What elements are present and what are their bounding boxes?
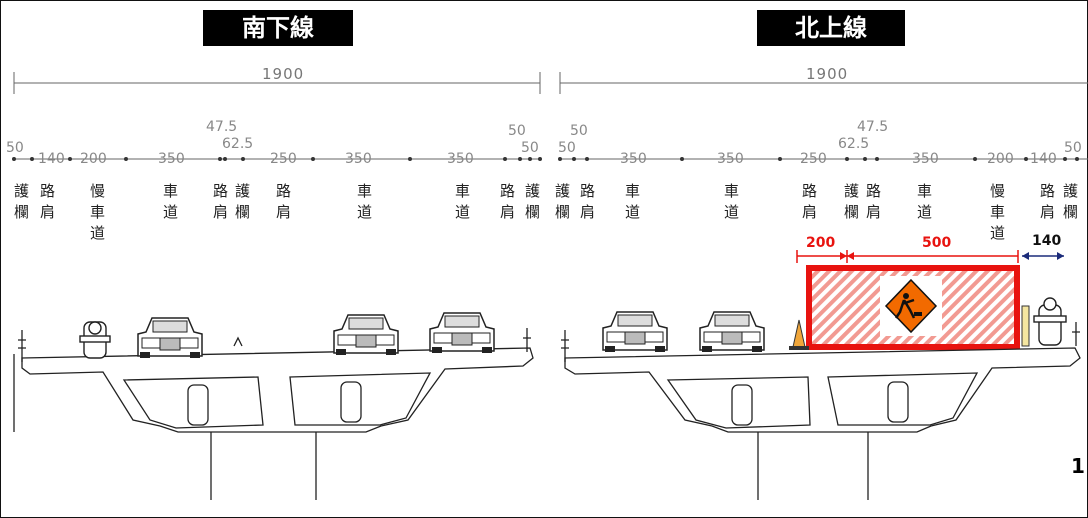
sb-dim-50b: 50: [508, 123, 526, 139]
northbound-total-dimension: [559, 72, 1088, 94]
lane-label-char: 護: [844, 182, 859, 200]
sb-dim-350b: 350: [345, 151, 372, 167]
lane-label-char: 路: [580, 182, 595, 200]
lane-label-char: 路: [40, 182, 55, 200]
lane-label-char: 車: [724, 182, 739, 200]
sb-dim-50a: 50: [6, 140, 24, 156]
car-icon: [137, 317, 203, 358]
work-zone-width: 500: [922, 235, 951, 251]
sb-dim-140: 140: [38, 151, 65, 167]
car-icon: [429, 312, 495, 353]
northbound-ticks: [558, 157, 1079, 161]
lane-label-char: 欄: [14, 203, 29, 221]
sb-dim-350a: 350: [158, 151, 185, 167]
lane-label-char: 車: [357, 182, 372, 200]
northbound-total-label: 1900: [806, 65, 848, 83]
motorcycle-icon: [1033, 297, 1067, 346]
lane-label-char: 道: [625, 203, 640, 221]
lane-label-char: 道: [990, 224, 1005, 242]
car-icon: [602, 311, 668, 352]
sb-dim-50c: 50: [521, 140, 539, 156]
lane-label-char: 路: [213, 182, 228, 200]
lane-label-char: 車: [917, 182, 932, 200]
traffic-cone-icon: [789, 319, 809, 350]
southbound-bridge-section: [13, 328, 534, 500]
lane-label-char: 肩: [1040, 203, 1055, 221]
lane-label-char: 欄: [555, 203, 570, 221]
nb-dim-50b: 50: [558, 140, 576, 156]
lane-label-char: 車: [625, 182, 640, 200]
nb-dim-350b: 350: [717, 151, 744, 167]
lane-label-char: 欄: [525, 203, 540, 221]
lane-label-char: 肩: [276, 203, 291, 221]
nb-dim-200: 200: [987, 151, 1014, 167]
lane-label-char: 肩: [40, 203, 55, 221]
sb-dim-350c: 350: [447, 151, 474, 167]
lane-label-char: 道: [724, 203, 739, 221]
page-number: 1: [1071, 454, 1085, 478]
nb-dim-350c: 350: [912, 151, 939, 167]
lane-label-char: 肩: [213, 203, 228, 221]
lane-label-char: 護: [235, 182, 250, 200]
lane-label-char: 車: [990, 203, 1005, 221]
lane-label-char: 慢: [90, 182, 105, 200]
lane-label-char: 車: [163, 182, 178, 200]
nb-dim-350a: 350: [620, 151, 647, 167]
nb-dim-250: 250: [800, 151, 827, 167]
lane-label-char: 路: [276, 182, 291, 200]
lane-label-char: 肩: [580, 203, 595, 221]
lane-label-char: 路: [866, 182, 881, 200]
lane-label-char: 車: [455, 182, 470, 200]
work-zone-shoulder-width: 200: [806, 235, 835, 251]
work-zone-remaining-width: 140: [1032, 233, 1061, 249]
nb-dim-62-5: 62.5: [838, 136, 869, 152]
motorcycle-icon: [79, 321, 111, 359]
sb-dim-250: 250: [270, 151, 297, 167]
lane-label-char: 肩: [500, 203, 515, 221]
work-zone-dimensions: [796, 250, 1064, 263]
lane-label-char: 護: [555, 182, 570, 200]
lane-label-char: 護: [525, 182, 540, 200]
vehicles: [137, 311, 765, 358]
lane-label-char: 慢: [990, 182, 1005, 200]
lane-label-char: 路: [1040, 182, 1055, 200]
lane-label-char: 護: [14, 182, 29, 200]
lane-label-char: 護: [1063, 182, 1078, 200]
nb-dim-50a: 50: [570, 123, 588, 139]
nb-dim-140: 140: [1030, 151, 1057, 167]
nb-dim-47-5: 47.5: [857, 119, 888, 135]
lane-label-char: 欄: [844, 203, 859, 221]
northbound-bridge-section: [561, 322, 1081, 500]
sb-dim-62-5: 62.5: [222, 136, 253, 152]
lane-label-char: 道: [90, 224, 105, 242]
sb-dim-200: 200: [80, 151, 107, 167]
lane-label-char: 欄: [235, 203, 250, 221]
lane-label-char: 肩: [866, 203, 881, 221]
lane-label-char: 道: [917, 203, 932, 221]
barrier-post: [1021, 305, 1030, 347]
car-icon: [699, 311, 765, 352]
road-work-sign-icon: [880, 276, 942, 336]
car-icon: [333, 314, 399, 355]
lane-label-char: 道: [455, 203, 470, 221]
southbound-total-label: 1900: [262, 65, 304, 83]
northbound-title: 北上線: [757, 10, 905, 46]
lane-label-char: 肩: [802, 203, 817, 221]
lane-label-char: 欄: [1063, 203, 1078, 221]
nb-dim-50c: 50: [1064, 140, 1082, 156]
lane-label-char: 道: [357, 203, 372, 221]
lane-label-char: 車: [90, 203, 105, 221]
lane-label-char: 路: [500, 182, 515, 200]
sb-dim-47-5: 47.5: [206, 119, 237, 135]
southbound-title: 南下線: [203, 10, 353, 46]
southbound-ticks: [12, 157, 542, 161]
southbound-total-dimension: [13, 72, 541, 94]
lane-label-char: 路: [802, 182, 817, 200]
lane-label-char: 道: [163, 203, 178, 221]
